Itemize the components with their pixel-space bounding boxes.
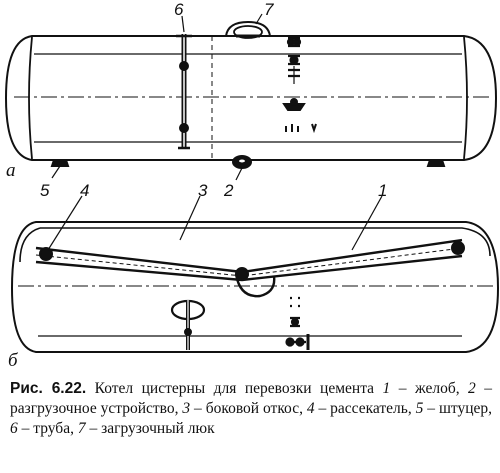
inner-lining-left bbox=[19, 227, 41, 263]
caption-item-number: 7 bbox=[77, 420, 86, 437]
tank-top-view bbox=[4, 13, 498, 181]
loading-hatch-7 bbox=[225, 20, 271, 39]
caption-item-text: штуцер, bbox=[438, 400, 493, 417]
caption-item-separator: – bbox=[85, 420, 102, 437]
callout-3: 3 bbox=[198, 181, 208, 200]
leader-4 bbox=[47, 195, 83, 251]
callout-4: 4 bbox=[80, 181, 89, 200]
latch-group-bottom bbox=[285, 296, 310, 350]
tank-section-outline bbox=[10, 221, 500, 353]
caption-item-number: 2 bbox=[468, 380, 476, 397]
fitting-left-5 bbox=[50, 159, 70, 167]
leader-1 bbox=[351, 195, 383, 251]
latch-group bbox=[286, 36, 302, 84]
fitting-right bbox=[426, 159, 446, 167]
caption-item-number: 4 bbox=[306, 400, 315, 417]
technical-figure: 7 6 5 2 а bbox=[4, 0, 500, 371]
section-fitting bbox=[170, 299, 206, 350]
callout-6: 6 bbox=[174, 0, 184, 19]
figure-caption: Рис. 6.22. Котел цистерны для перевозки … bbox=[10, 379, 492, 439]
caption-item-number: 3 bbox=[182, 400, 191, 417]
panel-letter-a: а bbox=[6, 160, 16, 181]
leader-2 bbox=[235, 167, 243, 181]
caption-item-separator: – bbox=[390, 380, 415, 397]
caption-item-text: боковой откос, bbox=[205, 400, 307, 417]
callout-7: 7 bbox=[264, 0, 274, 19]
leader-3 bbox=[179, 195, 201, 241]
leader-5 bbox=[51, 165, 61, 179]
panel-letter-b: б bbox=[8, 350, 19, 371]
caption-item-number: 5 bbox=[415, 400, 424, 417]
callout-1: 1 bbox=[378, 181, 387, 200]
leader-7 bbox=[255, 13, 263, 25]
caption-item-text: труба, bbox=[33, 420, 78, 437]
caption-item-separator: – bbox=[17, 420, 34, 437]
bolt-marks bbox=[285, 123, 317, 134]
caption-item-separator: – bbox=[423, 400, 439, 417]
callout-2: 2 bbox=[223, 181, 234, 200]
pipe-6 bbox=[176, 34, 192, 150]
caption-item-text: желоб, bbox=[414, 380, 469, 397]
callout-5: 5 bbox=[40, 181, 50, 200]
right-end-seam bbox=[463, 36, 468, 160]
caption-item-separator: – bbox=[190, 400, 206, 417]
end-supports bbox=[39, 241, 465, 298]
caption-item-text: рассекатель, bbox=[330, 400, 416, 417]
caption-items: 1 – желоб, 2 – разгрузочное устройство, … bbox=[10, 380, 492, 437]
left-end-seam bbox=[28, 36, 33, 160]
tank-body-outline bbox=[4, 35, 498, 161]
caption-item-separator: – bbox=[314, 400, 331, 417]
caption-intro: Котел цистерны для перевозки цемента bbox=[94, 380, 375, 397]
caption-item-text: загрузочный люк bbox=[101, 420, 215, 437]
caption-item-separator: – bbox=[475, 380, 493, 397]
discharge-flange-top bbox=[282, 98, 306, 111]
caption-item-text: разгрузочное устройство, bbox=[10, 400, 183, 417]
caption-label: Рис. 6.22. bbox=[10, 380, 87, 397]
leader-6 bbox=[181, 15, 185, 33]
caption-item-number: 6 bbox=[10, 420, 18, 437]
inner-lining bbox=[40, 227, 491, 257]
caption-item-number: 1 bbox=[382, 380, 391, 397]
tank-section-view bbox=[10, 195, 500, 353]
discharge-device-2 bbox=[232, 155, 252, 169]
